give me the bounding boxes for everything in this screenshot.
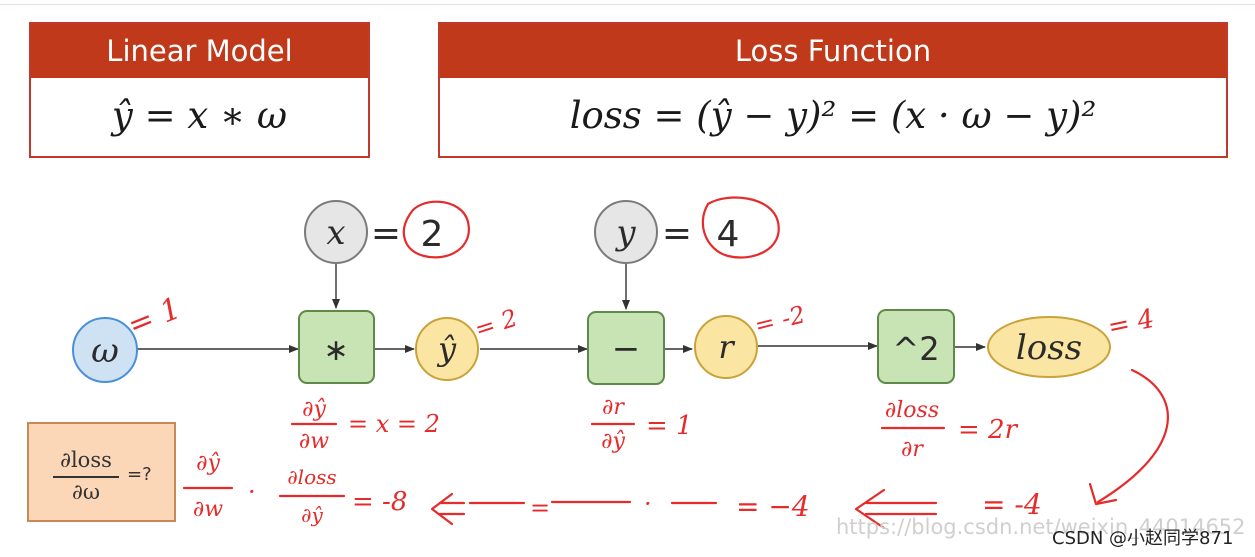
question-fraction-bar [53, 476, 119, 478]
deriv-yhat-w: ∂ŷ ∂w = x = 2 [290, 397, 440, 454]
final-loss-yhat-num: ∂loss [287, 465, 336, 489]
node-yhat-label: ŷ [436, 330, 457, 368]
graph-edges [137, 263, 986, 353]
node-x-label: x [326, 213, 345, 253]
r-value-note: = -2 [752, 300, 808, 340]
linear-model-panel: Linear Model ŷ = x ∗ ω [29, 22, 370, 158]
node-w-label: ω [91, 331, 119, 371]
node-r: r [694, 315, 758, 379]
x-value-circle [402, 200, 470, 259]
op-square-label: ^2 [892, 330, 939, 368]
deriv-loss-r-den: ∂r [901, 437, 924, 462]
deriv-loss-r-rhs: = 2r [958, 415, 1019, 445]
deriv-yhat-w-rhs: = x = 2 [348, 410, 440, 438]
top-rule [0, 4, 1255, 5]
deriv-yhat-w-den: ∂w [299, 429, 329, 454]
deriv-r-yhat-num: ∂r [602, 395, 625, 420]
double-arrow-right [854, 488, 938, 530]
op-square: ^2 [877, 309, 955, 384]
y-equals-sign: = [662, 213, 692, 254]
node-r-label: r [718, 328, 735, 366]
linear-model-title: Linear Model [31, 24, 368, 78]
yhat-value-note: = 2 [471, 304, 521, 344]
node-w: ω [72, 317, 138, 383]
loss-function-title: Loss Function [440, 24, 1226, 78]
node-yhat: ŷ [415, 317, 479, 381]
chain-dot1: · [644, 490, 652, 518]
op-subtract-label: − [612, 329, 641, 369]
double-arrow-left [430, 492, 466, 526]
w-value-note: = 1 [123, 291, 186, 344]
final-yhat-w-num: ∂ŷ [196, 451, 220, 476]
question-box: ∂loss ∂ω =? [27, 422, 176, 522]
x-given-value: 2 [421, 214, 444, 255]
deriv-yhat-w-num: ∂ŷ [302, 397, 326, 422]
deriv-loss-r: ∂loss ∂r = 2r [880, 398, 1019, 462]
deriv-r-yhat-den: ∂ŷ [601, 429, 625, 454]
y-value-circle [701, 196, 780, 259]
final-result: = -8 [352, 487, 407, 517]
chain-eq1: = [530, 494, 550, 522]
node-x: x [304, 200, 368, 264]
final-yhat-w-den: ∂w [193, 497, 223, 522]
node-y: y [594, 200, 658, 264]
question-denominator: ∂ω [72, 480, 100, 504]
node-y-label: y [614, 213, 636, 253]
loss-function-formula: loss = (ŷ − y)² = (x · ω − y)² [569, 94, 1097, 137]
final-gradient-step: = ∂ŷ ∂w · ∂loss ∂ŷ = -8 [154, 451, 407, 527]
loss-value-note: = 4 [1105, 304, 1157, 343]
deriv-loss-r-num: ∂loss [885, 398, 939, 423]
backprop-curve-arrow [1096, 368, 1169, 504]
final-loss-yhat-den: ∂ŷ [301, 503, 323, 527]
watermark-url: https://blog.csdn.net/weixin_44014652 [836, 515, 1246, 539]
chain-result2: = −4 [736, 490, 810, 523]
backprop-curve-arrowhead [1088, 482, 1118, 506]
deriv-r-yhat-rhs: = 1 [646, 411, 693, 441]
back-loss-value: = -4 [982, 488, 1042, 521]
deriv-r-yhat: ∂r ∂ŷ = 1 [590, 395, 693, 454]
credit-label: CSDN @小赵同学871 [1052, 528, 1234, 549]
loss-function-panel: Loss Function loss = (ŷ − y)² = (x · ω −… [438, 22, 1228, 158]
node-loss-label: loss [1016, 328, 1082, 368]
linear-model-formula: ŷ = x ∗ ω [111, 94, 288, 137]
op-subtract: − [587, 311, 665, 385]
op-multiply: ∗ [298, 310, 375, 384]
node-loss: loss [987, 316, 1111, 378]
question-suffix: =? [127, 464, 152, 485]
chain-rule-step: = · = −4 [468, 490, 810, 523]
final-dot: · [248, 478, 256, 506]
question-numerator: ∂loss [60, 448, 112, 472]
x-equals-sign: = [371, 213, 401, 254]
y-given-value: 4 [717, 214, 740, 255]
op-multiply-label: ∗ [323, 333, 348, 368]
